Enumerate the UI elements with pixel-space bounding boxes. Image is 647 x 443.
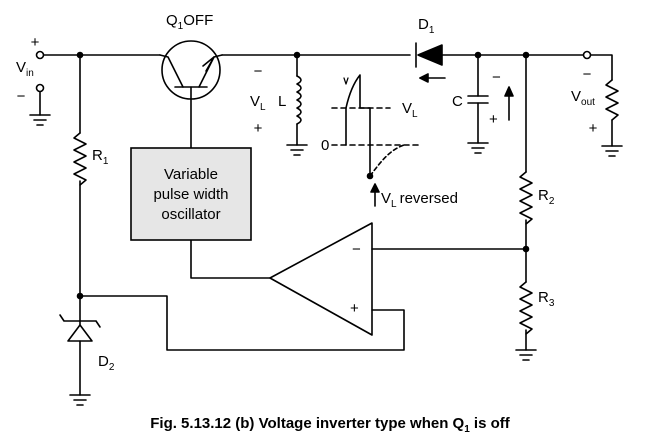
vout-plus: + (589, 120, 598, 137)
r1-label: R1 (92, 147, 109, 167)
vin-terminal (35, 50, 45, 60)
ground-icon (286, 144, 308, 156)
oscillator-box (130, 147, 252, 241)
d2-label: D2 (98, 353, 115, 373)
resistor-r1 (73, 54, 87, 326)
oscillator-label-line2: pulse width (153, 186, 228, 203)
capacitor-minus: − (492, 69, 501, 86)
oscillator-label-line1: Variable (164, 166, 218, 183)
ground-icon (69, 394, 91, 406)
figure-caption: Fig. 5.13.12 (b) Voltage inverter type w… (150, 415, 511, 435)
vin-minus: − (17, 88, 26, 105)
inductor-minus: − (254, 63, 263, 80)
q1-label: Q1OFF (166, 12, 213, 32)
oscillator-feedback-wire (190, 239, 271, 279)
ground-icon (515, 349, 537, 361)
vout-label: Vout (571, 88, 595, 108)
op-amp (269, 222, 373, 336)
left-arrow-icon (419, 73, 446, 83)
r2-label: R2 (538, 187, 555, 207)
opamp-minus-label: − (352, 241, 361, 258)
diode-d1 (415, 42, 443, 68)
vout-load-resistor (605, 79, 619, 147)
oscillator-label-line3: oscillator (161, 206, 220, 223)
inductor-voltage-label: VL (250, 93, 266, 113)
inductor-l (296, 54, 302, 146)
waveform (331, 74, 421, 180)
opamp-noninverting-wire (79, 295, 405, 351)
inductor-plus: + (254, 120, 263, 137)
up-arrow-icon (370, 183, 380, 207)
zener-diode-d2 (59, 314, 101, 396)
vin-label: Vin (16, 59, 34, 79)
capacitor-label: C (452, 93, 463, 110)
inductor-label: L (278, 93, 286, 110)
capacitor-c (467, 54, 489, 144)
r3-label: R3 (538, 289, 555, 309)
vin-ground-terminal (35, 83, 45, 93)
transistor-q1 (159, 40, 223, 149)
vout-rail (590, 54, 613, 81)
up-arrow-icon (504, 86, 514, 121)
capacitor-plus: + (489, 111, 498, 128)
opamp-plus-label: + (350, 300, 359, 317)
vout-terminal (582, 50, 592, 60)
vout-minus: − (583, 66, 592, 83)
resistor-r2 (519, 171, 533, 283)
vin-plus: + (31, 34, 40, 51)
resistor-r3 (519, 281, 533, 351)
ground-icon (29, 114, 51, 126)
waveform-zero-label: 0 (321, 137, 329, 154)
ground-icon (467, 142, 489, 154)
ground-icon (601, 145, 623, 157)
waveform-vl-label: VL (402, 100, 418, 120)
d1-label: D1 (418, 16, 435, 36)
